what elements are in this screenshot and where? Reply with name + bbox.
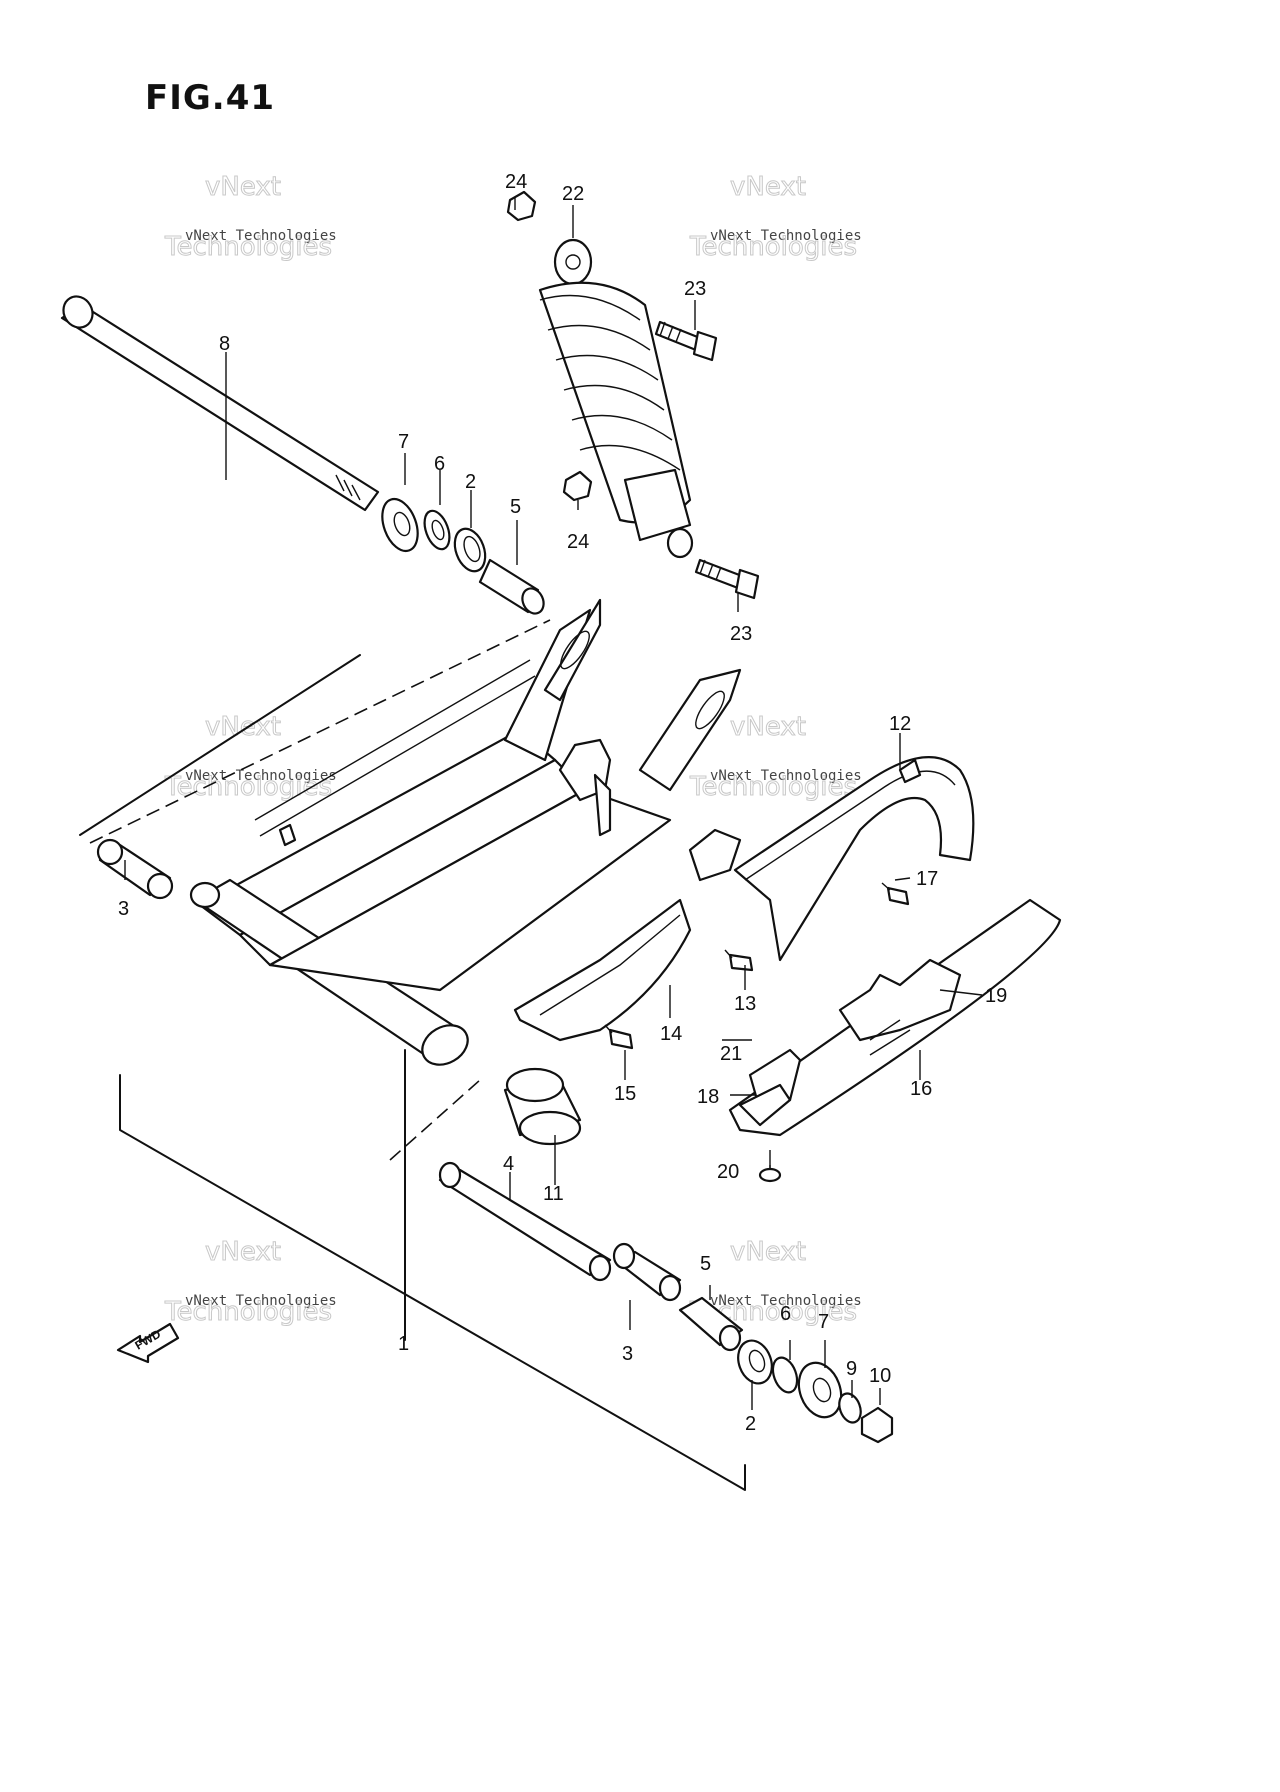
bolt-13 [724, 949, 754, 972]
watermark-text: vNext Technologies [710, 1293, 862, 1309]
callout-16: 16 [910, 1078, 932, 1100]
rear-shock-absorber [538, 238, 694, 559]
callout-3: 3 [622, 1343, 633, 1365]
bolt-17 [881, 882, 910, 906]
callout-10: 10 [869, 1365, 891, 1387]
callout-3: 3 [118, 898, 129, 920]
watermark-text: vNext Technologies [185, 1293, 337, 1309]
callout-20: 20 [717, 1161, 739, 1183]
fwd-arrow-icon: FWD [116, 1322, 180, 1364]
assembly-frame-lines [79, 619, 746, 1491]
watermark-big: vNext [205, 712, 281, 742]
callout-15: 15 [614, 1083, 636, 1105]
callout-22: 22 [562, 183, 584, 205]
callout-23: 23 [730, 623, 752, 645]
callout-18: 18 [697, 1086, 719, 1108]
pivot-pipe [438, 1161, 612, 1282]
callout-2: 2 [465, 471, 476, 493]
shock-bolt-lower [694, 558, 760, 600]
chain-guard [513, 898, 692, 1042]
watermark-big: Technologies [689, 232, 857, 262]
callout-7: 7 [398, 431, 409, 453]
shock-nut-upper [506, 190, 537, 222]
chain-case [733, 756, 975, 962]
watermark-text: vNext Technologies [185, 228, 337, 244]
callout-1: 1 [398, 1333, 409, 1355]
shock-nut-lower [562, 470, 593, 502]
swingarm [189, 598, 742, 1066]
watermark-text: vNext Technologies [185, 768, 337, 784]
pivot-shaft [60, 295, 380, 512]
leader-lines [124, 197, 983, 1410]
callout-19: 19 [985, 985, 1007, 1007]
callout-labels: 1 2 2 3 3 4 5 5 6 6 7 7 8 9 10 11 12 13 … [118, 171, 1007, 1435]
watermark-big: vNext [730, 1237, 806, 1267]
shock-bolt-upper [654, 320, 718, 362]
bushing-11 [503, 1067, 582, 1146]
watermark-big: Technologies [164, 772, 332, 802]
bushing-3-upper [96, 838, 174, 900]
callout-6: 6 [434, 453, 445, 475]
callout-21: 21 [720, 1043, 742, 1065]
callout-2: 2 [745, 1413, 756, 1435]
watermark-text: vNext Technologies [710, 228, 862, 244]
upper-pivot-parts [381, 497, 545, 615]
callout-5: 5 [700, 1253, 711, 1275]
callout-14: 14 [660, 1023, 682, 1045]
watermark-big: Technologies [689, 772, 857, 802]
lower-pivot-stack [737, 1339, 894, 1444]
callout-7: 7 [818, 1311, 829, 1333]
callout-24: 24 [505, 171, 527, 193]
watermark-big: Technologies [164, 1297, 332, 1327]
callout-24: 24 [567, 531, 589, 553]
watermark-big: vNext [730, 712, 806, 742]
bolt-15 [604, 1024, 634, 1050]
callout-6: 6 [780, 1303, 791, 1325]
figure-title: FIG.41 [145, 78, 276, 118]
callout-11: 11 [543, 1183, 564, 1205]
skid-plate [728, 898, 1062, 1137]
callout-4: 4 [503, 1153, 514, 1175]
watermark-big: vNext [205, 172, 281, 202]
callout-5: 5 [510, 496, 521, 518]
callout-13: 13 [734, 993, 756, 1015]
callout-23: 23 [684, 278, 706, 300]
bushing-5-lower [678, 1296, 744, 1352]
watermark-big: vNext [730, 172, 806, 202]
watermark-big: vNext [205, 1237, 281, 1267]
watermark-big: Technologies [164, 232, 332, 262]
callout-8: 8 [219, 333, 230, 355]
bushing-3-lower [612, 1242, 682, 1302]
callout-17: 17 [916, 868, 938, 890]
callout-9: 9 [846, 1358, 857, 1380]
callout-12: 12 [889, 713, 911, 735]
watermark-text: vNext Technologies [710, 768, 862, 784]
